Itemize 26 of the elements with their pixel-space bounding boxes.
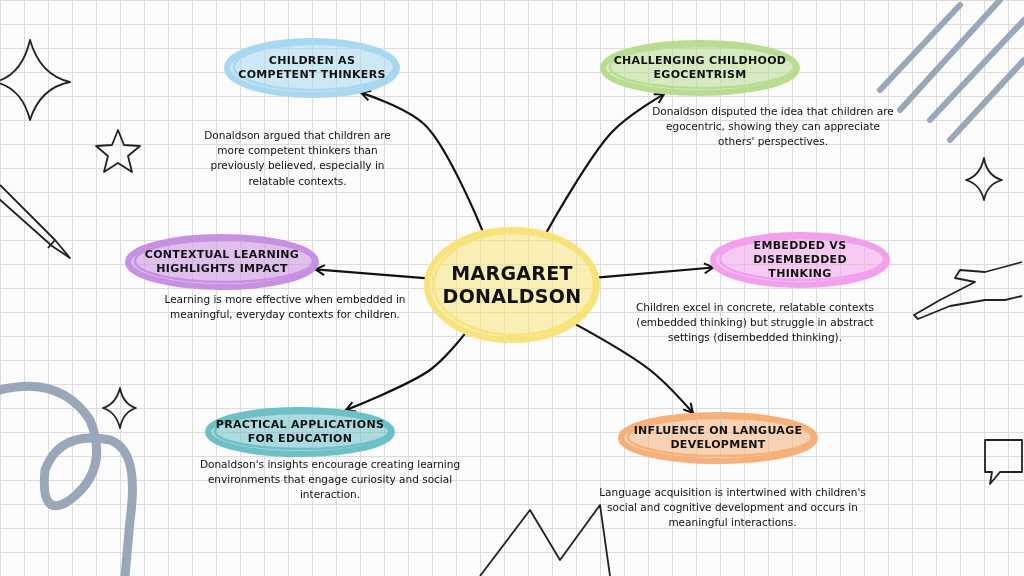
arrow — [344, 332, 466, 413]
topic-heading: PRACTICAL APPLICATIONS FOR EDUCATION — [214, 418, 386, 446]
topic-heading: CHILDREN AS COMPETENT THINKERS — [237, 54, 387, 82]
topic-heading: INFLUENCE ON LANGUAGE DEVELOPMENT — [633, 424, 803, 452]
central-topic-bubble — [424, 227, 600, 343]
topic-heading: CONTEXTUAL LEARNING HIGHLIGHTS IMPACT — [143, 248, 301, 276]
topic-bubble — [600, 40, 800, 96]
topic-bubble — [125, 234, 319, 290]
arrow — [314, 264, 426, 280]
description-text: Language acquisition is intertwined with children's social and cognitive development and occurs in meaningful interactions. — [598, 485, 867, 531]
topic-bubble — [224, 38, 400, 98]
arrow — [598, 262, 715, 279]
central-topic-title: MARGARET DONALDSON — [442, 262, 582, 308]
description-text: Donaldson argued that children are more competent thinkers than previously believed, especially in relatable contexts. — [203, 128, 392, 189]
topic-bubble — [205, 407, 395, 457]
topic-heading: CHALLENGING CHILDHOOD EGOCENTRISM — [612, 54, 788, 82]
topic-bubble — [710, 232, 890, 288]
description-text: Learning is more effective when embedded in meaningful, everyday contexts for children. — [163, 292, 407, 323]
arrow — [360, 89, 484, 232]
description-text: Children excel in concrete, relatable contexts (embedded thinking) but struggle in abstract settings (disembedded thinking). — [635, 300, 875, 346]
description-text: Donaldson disputed the idea that children are egocentric, showing they can appreciate others' perspectives. — [651, 104, 895, 150]
topic-heading: EMBEDDED VS DISEMBEDDED THINKING — [752, 239, 848, 281]
arrow — [545, 93, 666, 233]
arrow — [575, 323, 694, 414]
description-text: Donaldson's insights encourage creating learning environments that engage curiosity and social interaction. — [198, 457, 462, 503]
topic-bubble — [618, 412, 818, 464]
